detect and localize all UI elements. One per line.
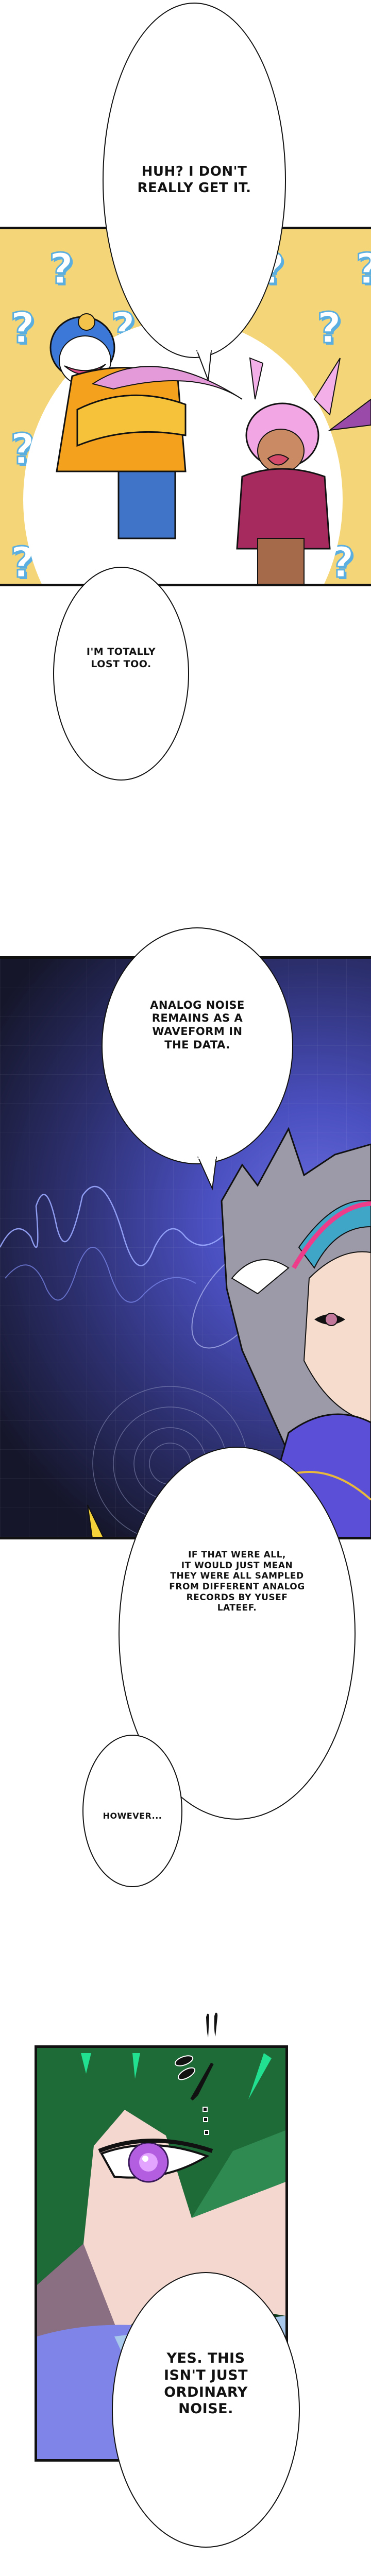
speech-bubble-4b: HOWEVER... bbox=[82, 1735, 182, 1887]
speech-bubble-tail bbox=[196, 350, 212, 381]
question-mark-icon: ? bbox=[355, 244, 371, 295]
speech-bubble-5: YES. THIS ISN'T JUST ORDINARY NOISE. bbox=[112, 2272, 300, 2548]
speech-bubble-text: I'M TOTALLY LOST TOO. bbox=[86, 646, 156, 670]
speech-bubble-text: YES. THIS ISN'T JUST ORDINARY NOISE. bbox=[163, 2350, 248, 2417]
speech-bubble-text: ANALOG NOISE REMAINS AS A WAVEFORM IN TH… bbox=[150, 998, 245, 1051]
question-mark-icon: ? bbox=[48, 244, 75, 295]
speech-bubble-1: HUH? I DON'T REALLY GET IT. bbox=[103, 3, 286, 358]
surprise-sfx-mark bbox=[206, 2012, 218, 2038]
waveform-illustration bbox=[0, 1127, 371, 1537]
question-mark-icon: ? bbox=[10, 303, 36, 354]
speech-bubble-text: HUH? I DON'T REALLY GET IT. bbox=[137, 164, 251, 196]
speech-bubble-text: IF THAT WERE ALL, IT WOULD JUST MEAN THE… bbox=[169, 1549, 305, 1614]
speech-bubble-text: HOWEVER... bbox=[103, 1811, 162, 1821]
characters-illustration bbox=[49, 313, 371, 584]
speech-bubble-3: ANALOG NOISE REMAINS AS A WAVEFORM IN TH… bbox=[102, 927, 293, 1164]
speech-bubble-tail bbox=[197, 1157, 217, 1191]
question-mark-icon: ? bbox=[316, 303, 343, 354]
speech-bubble-4: IF THAT WERE ALL, IT WOULD JUST MEAN THE… bbox=[119, 1447, 356, 1820]
speech-bubble-2: I'M TOTALLY LOST TOO. bbox=[53, 567, 189, 781]
